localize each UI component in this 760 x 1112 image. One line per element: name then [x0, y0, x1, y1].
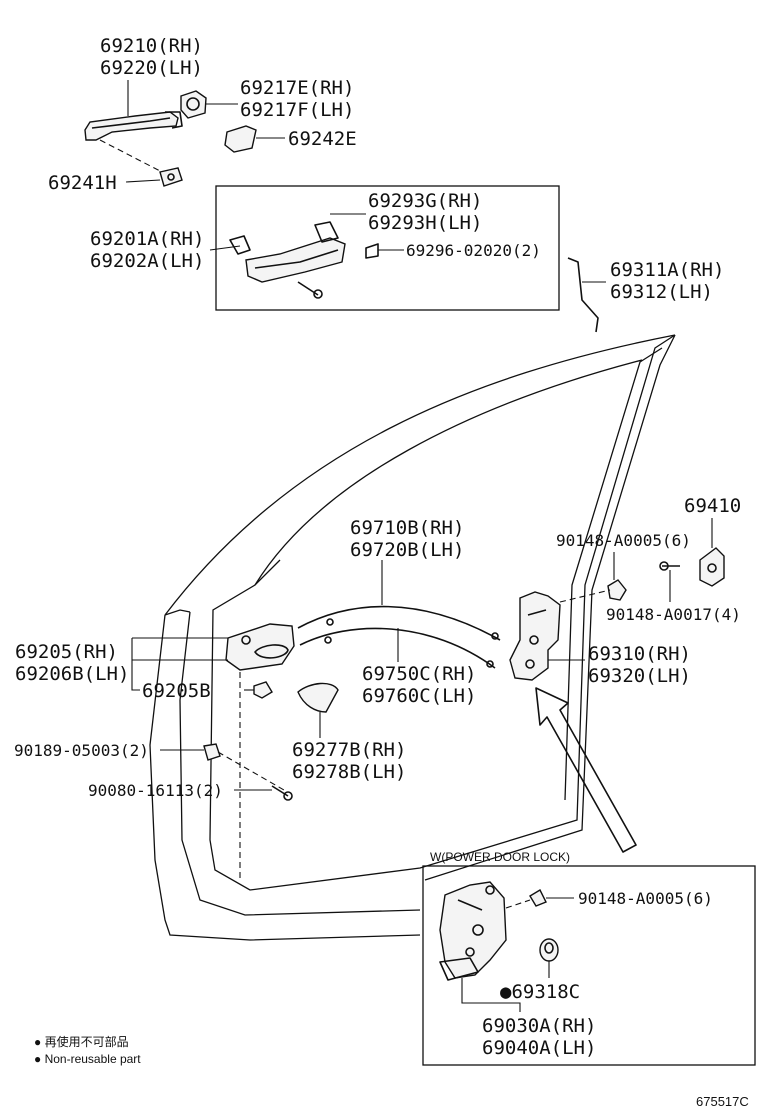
label-69201A: 69201A(RH) [90, 228, 204, 250]
label-90189: 90189-05003(2) [14, 741, 149, 760]
label-69311A: 69311A(RH) [610, 259, 724, 281]
bolt-90148-power [529, 889, 547, 907]
handle-dash-line [99, 139, 163, 173]
label-69710B: 69710B(RH) [350, 517, 464, 539]
frame-part [229, 221, 379, 299]
label-69320: 69320(LH) [588, 665, 691, 687]
label-69312: 69312(LH) [610, 281, 713, 303]
label-69720B: 69720B(LH) [350, 539, 464, 561]
label-69410: 69410 [684, 495, 741, 517]
bolt-90148-b [659, 561, 680, 571]
bracket-69205 [131, 638, 140, 691]
label-90148-A0017: 90148-A0017(4) [606, 605, 741, 624]
label-69205B: 69205B [142, 680, 211, 702]
door-outline [149, 334, 676, 941]
rod-part [567, 257, 599, 333]
label-69293H: 69293H(LH) [368, 212, 482, 234]
leader-69030A [461, 978, 521, 1012]
bolt-90148-a [607, 579, 627, 601]
cable-69750C [299, 627, 496, 669]
label-69242E: 69242E [288, 128, 357, 150]
label-90148-A0005-power: 90148-A0005(6) [578, 889, 713, 908]
bezel-part [297, 682, 339, 713]
label-69217F: 69217F(LH) [240, 99, 354, 121]
screw-90080 [271, 785, 293, 801]
screw-dash-line [217, 751, 285, 791]
striker-part [699, 547, 725, 587]
inside-handle-part [225, 623, 295, 671]
label-69278B: 69278B(LH) [292, 761, 406, 783]
label-69760C: 69760C(LH) [362, 685, 476, 707]
cylinder-part [180, 90, 207, 119]
label-69220: 69220(LH) [100, 57, 203, 79]
pad-part [224, 125, 257, 153]
label-69206B: 69206B(LH) [15, 663, 129, 685]
cable-69710B [297, 605, 501, 641]
label-69318C: ●69318C [500, 981, 580, 1003]
clip-90189 [203, 743, 221, 761]
screw-69205B [253, 681, 273, 699]
label-69030A: 69030A(RH) [482, 1015, 596, 1037]
label-69217E: 69217E(RH) [240, 77, 354, 99]
legend-english: ● Non-reusable part [34, 1052, 141, 1066]
label-69296: 69296-02020(2) [406, 241, 541, 260]
detail-arrow [535, 687, 637, 853]
outside-handle-part [84, 111, 183, 141]
power-lock-part [439, 881, 507, 981]
label-69277B: 69277B(RH) [292, 739, 406, 761]
leader-69241H [125, 179, 161, 183]
lock-dash-line [559, 589, 611, 603]
label-69040A: 69040A(LH) [482, 1037, 596, 1059]
power-lock-box [422, 865, 756, 1066]
power-lock-dash [505, 899, 531, 909]
label-90148-A0005: 90148-A0005(6) [556, 531, 691, 550]
label-69293G: 69293G(RH) [368, 190, 482, 212]
legend-chinese: ● 再使用不可部品 [34, 1034, 129, 1049]
door-lock-part [509, 591, 561, 681]
label-69205: 69205(RH) [15, 641, 118, 663]
label-69210: 69210(RH) [100, 35, 203, 57]
handle-pad-part [159, 167, 183, 187]
label-69310: 69310(RH) [588, 643, 691, 665]
grommet-69318C [539, 938, 559, 962]
label-69750C: 69750C(RH) [362, 663, 476, 685]
label-69241H: 69241H [48, 172, 117, 194]
figure-id: 675517C [696, 1094, 749, 1109]
power-lock-title: W(POWER DOOR LOCK) [430, 850, 570, 864]
label-90080: 90080-16113(2) [88, 781, 223, 800]
label-69202A: 69202A(LH) [90, 250, 204, 272]
leader-69201A [209, 245, 241, 251]
frame-box [215, 185, 560, 311]
